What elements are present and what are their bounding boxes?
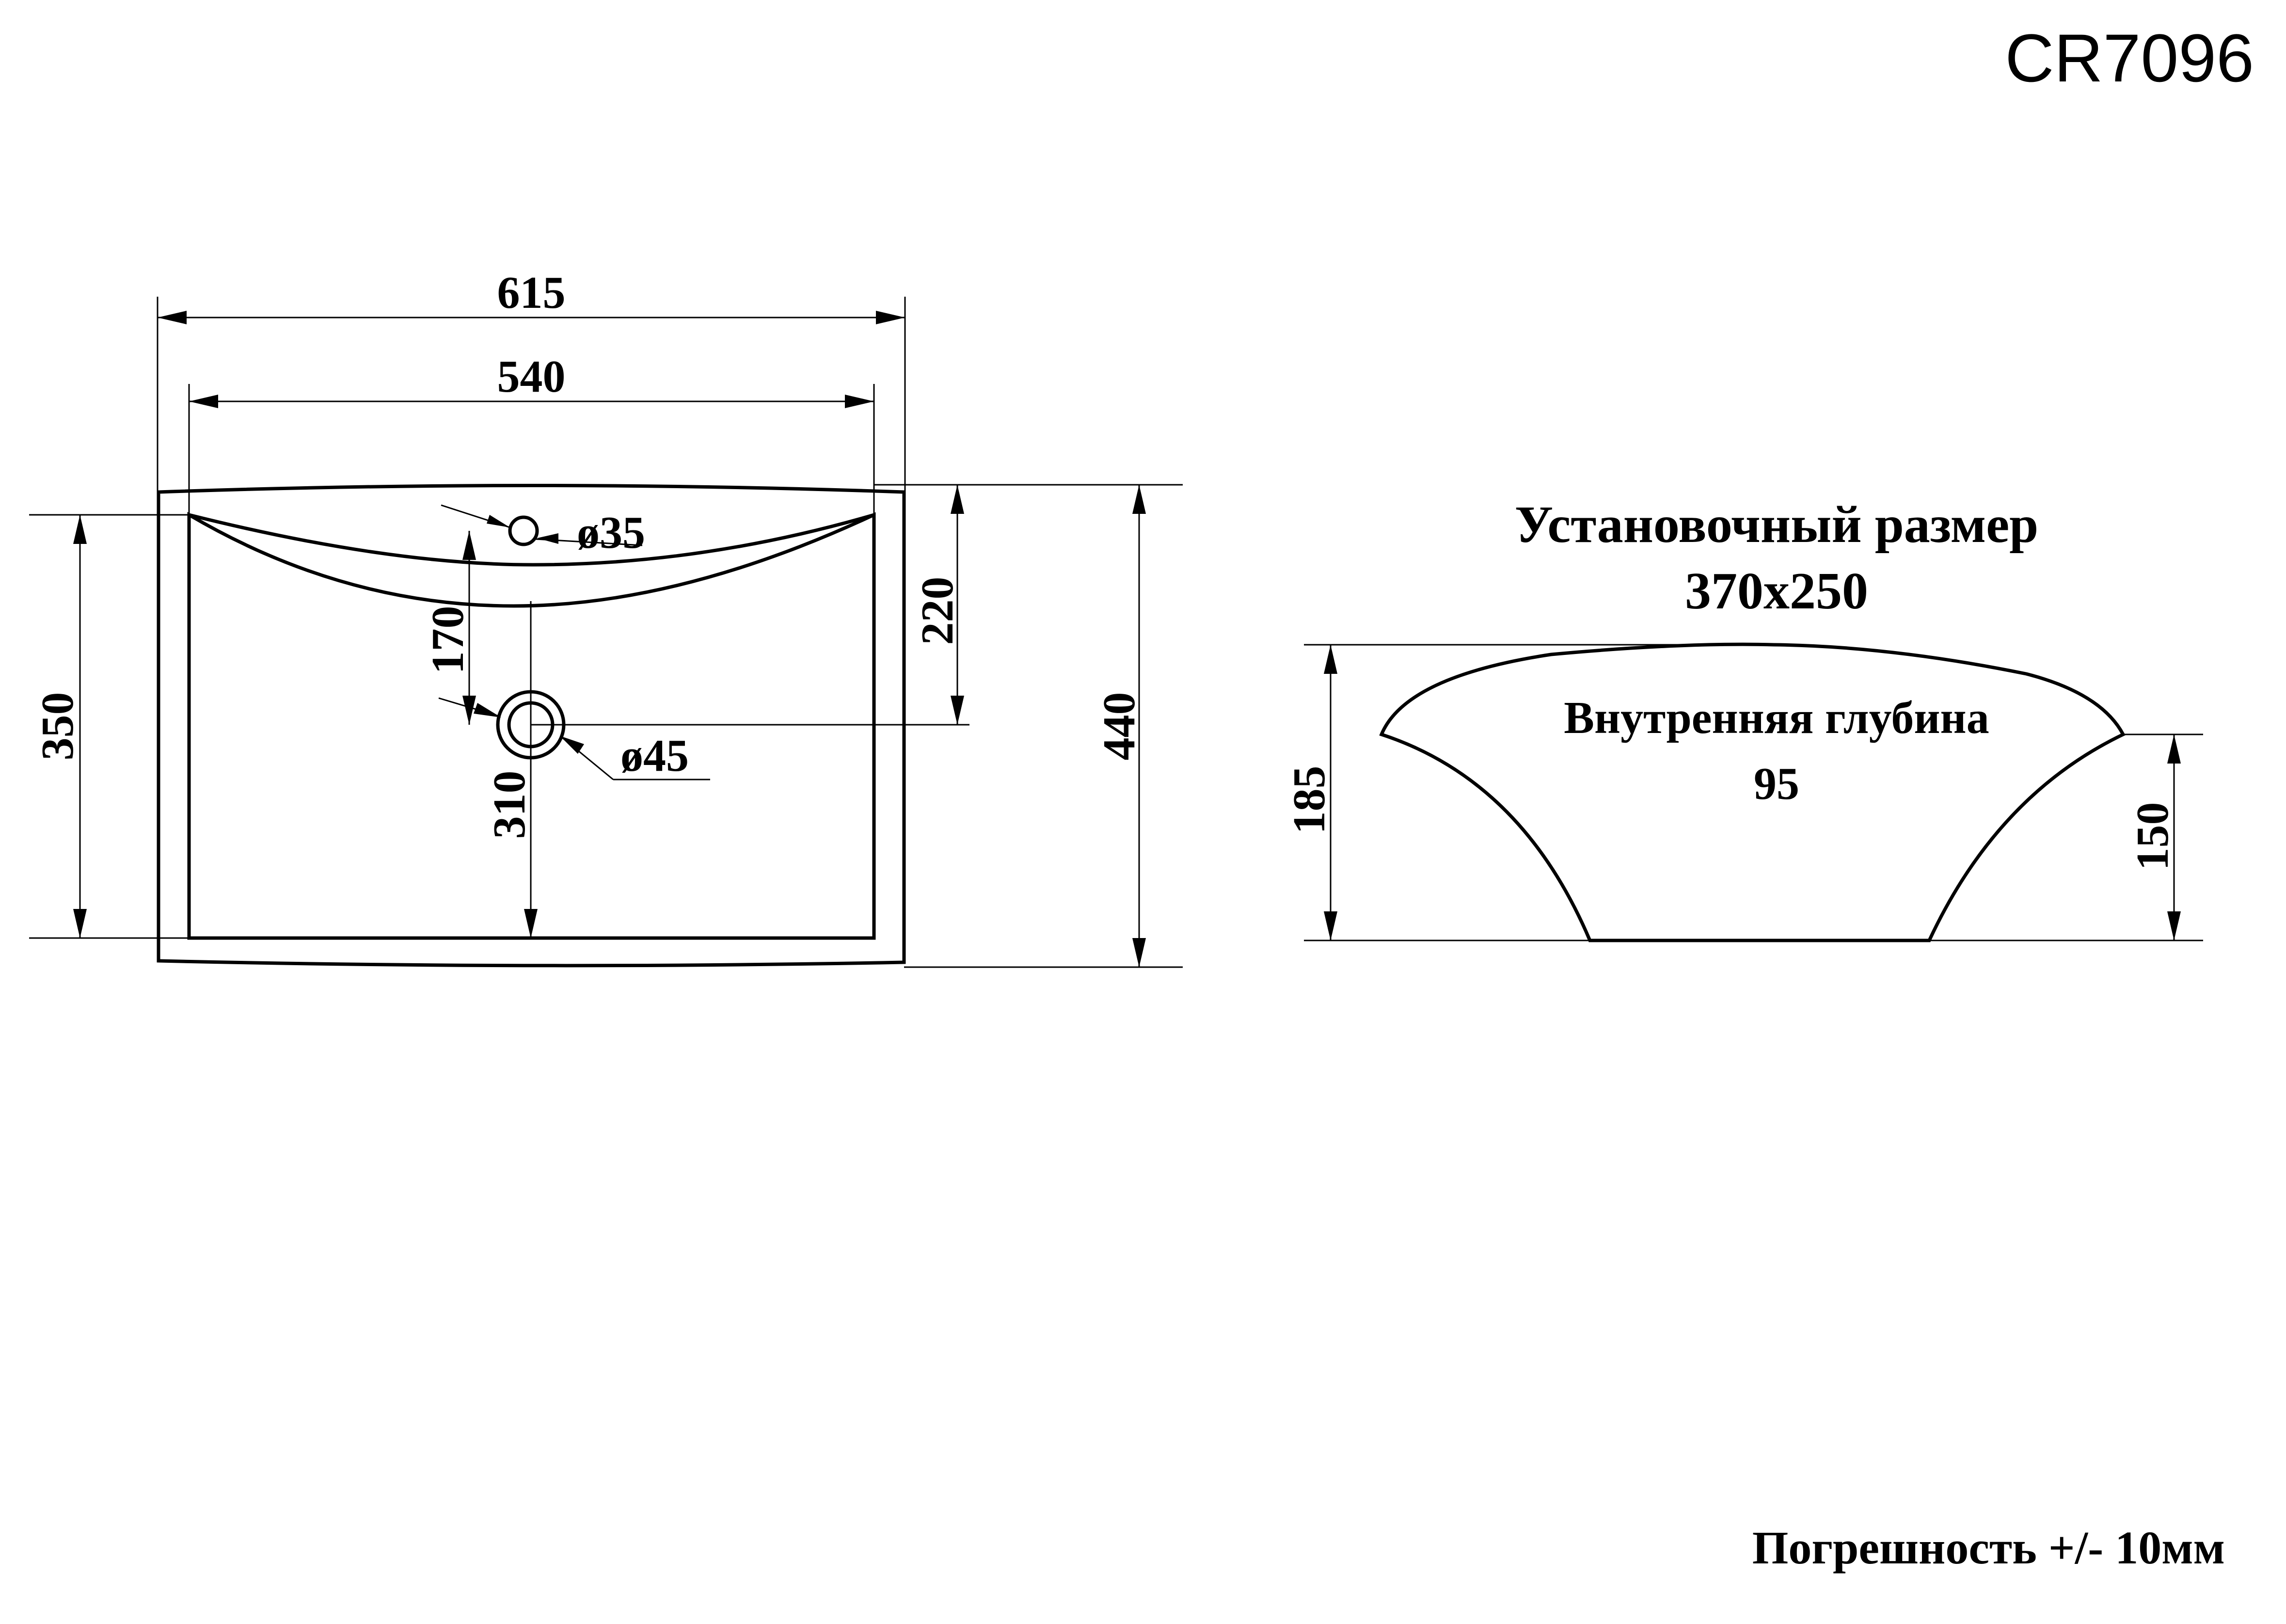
inner-depth-label: Внутренняя глубина [1564, 693, 1989, 743]
dim-depth-inner: 350 [32, 692, 83, 761]
dim-tap-to-drain: 220 [912, 577, 963, 645]
side-profile [1379, 642, 2126, 942]
basin-inner-contour [187, 511, 876, 940]
basin-outer-contour [157, 484, 906, 968]
mounting-size-value: 370x250 [1685, 562, 1868, 620]
dim-tap-offset: 170 [423, 606, 473, 674]
dim-width-inner: 540 [497, 351, 566, 402]
dim-drain-offset: 310 [484, 771, 535, 839]
dim-depth-outer: 440 [1094, 692, 1144, 761]
tap-hole [508, 515, 539, 546]
inner-depth-value: 95 [1754, 759, 1799, 809]
shelf-curve [189, 513, 874, 567]
dim-body-height: 150 [2127, 802, 2178, 871]
side-view: Установочный размер 370x250 Внутренняя г… [1284, 496, 2203, 942]
dim-total-height: 185 [1284, 766, 1334, 834]
tap-hole-diameter-label: ø35 [577, 508, 645, 558]
drain-diameter-label: ø45 [620, 731, 689, 781]
tolerance-note: Погрешность +/- 10мм [1752, 1522, 2225, 1574]
model-code: CR7096 [2005, 20, 2254, 96]
mounting-size-title: Установочный размер [1515, 496, 2038, 554]
top-view: ø35 ø45 615 540 350 [29, 268, 1183, 968]
dim-width-outer: 615 [497, 268, 566, 318]
